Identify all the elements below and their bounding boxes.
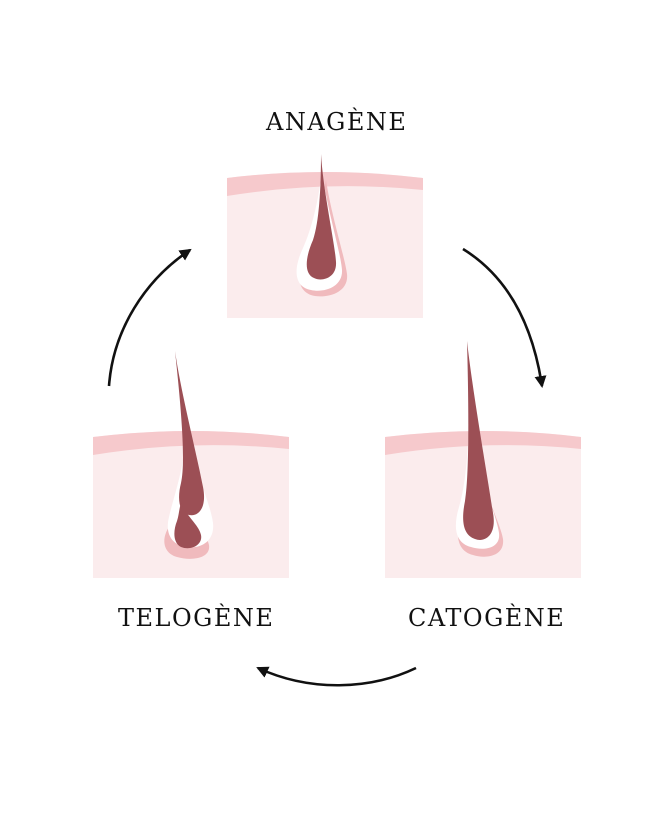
skin-surface-band [385,431,581,455]
anagene-label: ANAGÈNE [266,108,408,136]
skin-surface-band [227,172,423,196]
anagene-follicle-illustration [227,154,423,318]
catogene-label: CATOGÈNE [408,604,566,632]
hair-shaft [306,154,337,280]
catogene-follicle-illustration [385,341,581,578]
club-hair-shaft [175,351,205,516]
new-hair-bulb [174,503,202,549]
arrow-anagene-to-catogene [462,247,547,388]
hair-shaft [463,341,494,540]
arrow-telogene-to-anagene [107,248,192,387]
telogene-follicle-illustration [93,351,289,578]
telogene-label: TELOGÈNE [118,604,275,632]
arrow-catogene-to-telogene [256,666,417,687]
